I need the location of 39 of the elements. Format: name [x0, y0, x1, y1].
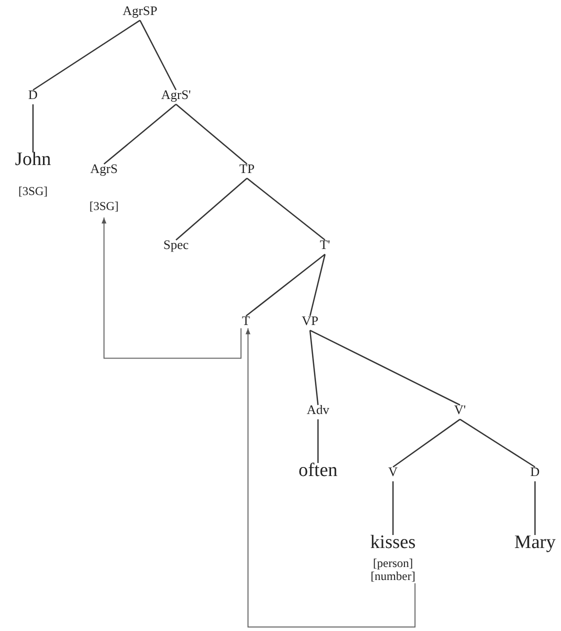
- tree-branch: [392, 418, 460, 468]
- tree-branch: [310, 330, 460, 406]
- tree-branch: [139, 20, 177, 90]
- movement-arrow: [102, 216, 242, 359]
- category-label: T: [242, 314, 250, 328]
- category-label: TP: [239, 162, 255, 176]
- tree-branch: [309, 254, 326, 316]
- category-label: V: [388, 465, 398, 480]
- tree-branch: [32, 104, 34, 152]
- tree-branch: [534, 481, 536, 535]
- feature-label: [3SG]: [89, 200, 119, 214]
- category-label: Adv: [306, 403, 330, 418]
- word-label: Mary: [514, 533, 556, 554]
- tree-branch: [317, 419, 319, 463]
- tree-branch: [309, 330, 319, 406]
- word-label: kisses: [370, 533, 416, 554]
- category-label: VP: [302, 314, 318, 328]
- tree-branch: [104, 104, 176, 164]
- tree-branch: [176, 104, 248, 164]
- category-label: D: [530, 465, 540, 480]
- tree-branch: [176, 178, 248, 240]
- tree-branch: [460, 418, 536, 468]
- tree-branch: [246, 254, 326, 317]
- feature-label: [number]: [370, 570, 416, 584]
- tree-branch: [246, 178, 326, 241]
- movement-arrow: [246, 328, 416, 628]
- word-label: often: [298, 461, 338, 482]
- word-label: John: [15, 150, 51, 171]
- category-label: D: [28, 88, 38, 102]
- feature-label: [3SG]: [17, 184, 49, 198]
- category-label: T': [320, 238, 330, 252]
- category-label: V': [454, 403, 466, 418]
- category-label: AgrS: [89, 162, 119, 176]
- tree-branch: [32, 20, 140, 91]
- category-label: AgrS': [161, 88, 191, 102]
- tree-branch: [392, 481, 394, 535]
- feature-label: [person]: [372, 556, 414, 570]
- category-label: AgrSP: [122, 4, 158, 18]
- category-label: Spec: [163, 238, 189, 252]
